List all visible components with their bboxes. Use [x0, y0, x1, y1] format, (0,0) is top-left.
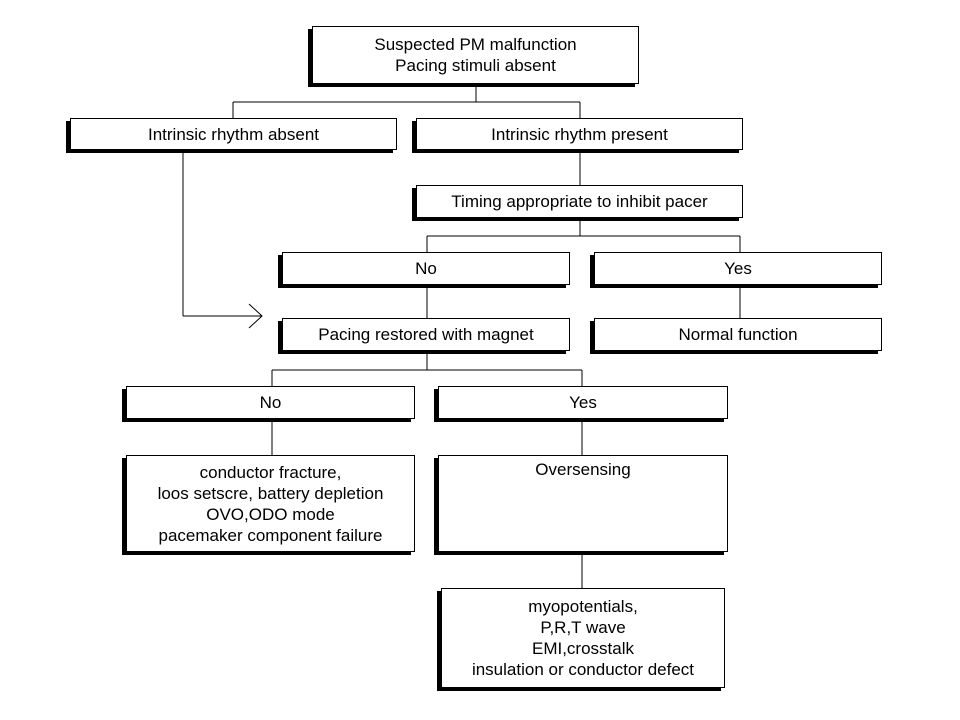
node-text-line: Timing appropriate to inhibit pacer [451, 192, 708, 211]
arrowhead-to-magnet [248, 303, 263, 329]
node-text-line: Oversensing [535, 460, 631, 479]
node-timing-yes: Yes [594, 252, 882, 285]
node-intrinsic-rhythm-present: Intrinsic rhythm present [416, 118, 743, 150]
node-intrinsic-rhythm-absent: Intrinsic rhythm absent [70, 118, 397, 150]
node-magnet-yes: Yes [438, 386, 728, 419]
node-text-line: Intrinsic rhythm absent [147, 124, 319, 144]
node-text-line: Yes [569, 393, 597, 412]
node-timing-appropriate: Timing appropriate to inhibit pacer [416, 185, 743, 218]
node-text-line: Pacing restored with magnet [318, 325, 534, 344]
node-text-line: Suspected PM malfunction [374, 35, 577, 54]
node-text-line: No [415, 259, 437, 278]
node-text-line: Normal function [678, 325, 798, 344]
node-normal-function: Normal function [594, 318, 882, 351]
node-text-line: loos setscre, battery depletion [157, 483, 384, 503]
node-text-line: No [259, 393, 282, 412]
node-oversensing-causes: myopotentials, P,R,T wave EMI,crosstalk … [441, 588, 725, 688]
node-magnet-no: No [126, 386, 415, 419]
node-timing-no: No [282, 252, 570, 285]
node-text-line: Pacing stimuli absent [395, 56, 556, 75]
node-oversensing: Oversensing [438, 455, 728, 552]
node-suspected-malfunction: Suspected PM malfunction Pacing stimuli … [312, 26, 639, 84]
node-text-line: OVO,ODO mode [206, 504, 335, 524]
node-text-line: myopotentials, [528, 597, 638, 616]
node-text-line: insulation or conductor defect [471, 660, 695, 679]
node-pacing-restored-magnet: Pacing restored with magnet [282, 318, 570, 351]
node-text-line: P,R,T wave [540, 618, 626, 637]
node-text-line: EMI,crosstalk [531, 639, 635, 658]
node-text-line: pacemaker component failure [158, 525, 383, 545]
node-text-line: conductor fracture, [199, 462, 342, 482]
node-text-line: Intrinsic rhythm present [491, 124, 668, 144]
node-text-line: Yes [724, 259, 752, 278]
node-hardware-causes: conductor fracture, loos setscre, batter… [126, 455, 415, 552]
